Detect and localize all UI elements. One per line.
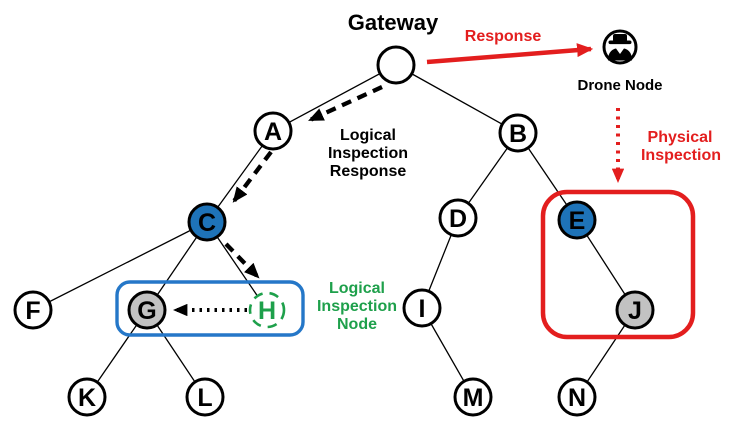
- inspection-arrows: [172, 43, 625, 317]
- node-J-label: J: [628, 297, 642, 325]
- svg-text:Logical: Logical: [329, 280, 385, 297]
- drone-node-label: Drone Node: [577, 77, 662, 94]
- node-L-label: L: [197, 384, 212, 412]
- node-A-label: A: [264, 118, 282, 146]
- node-H-label: H: [258, 297, 276, 325]
- drone-node-icon: [602, 29, 638, 65]
- svg-text:Inspection: Inspection: [317, 298, 397, 315]
- logical-inspection-node-box: [115, 280, 305, 337]
- arrow-c-to-h: [224, 242, 260, 279]
- node-A: A: [253, 111, 293, 151]
- node-K: K: [67, 377, 107, 417]
- node-gateway: [376, 45, 416, 85]
- physical-inspection-label: Physical Inspection: [641, 129, 721, 164]
- svg-text:Inspection: Inspection: [641, 147, 721, 164]
- svg-text:Physical: Physical: [648, 129, 713, 146]
- node-G-label: G: [137, 297, 156, 325]
- node-K-label: K: [78, 384, 96, 412]
- spy-icon: [608, 34, 632, 61]
- node-M: M: [453, 377, 493, 417]
- node-B: B: [498, 113, 538, 153]
- edge-gateway-a: [272, 64, 397, 132]
- node-B-label: B: [509, 120, 527, 148]
- node-C: C: [187, 202, 227, 242]
- node-N-label: N: [568, 384, 586, 412]
- node-G: G: [127, 290, 167, 330]
- node-gateway-circle: [376, 45, 416, 85]
- node-E-label: E: [569, 207, 586, 235]
- svg-text:Response: Response: [330, 163, 407, 180]
- logical-inspection-node-label: Logical Inspection Node: [317, 280, 397, 333]
- node-E: E: [557, 200, 597, 240]
- node-F: F: [13, 290, 53, 330]
- svg-text:Inspection: Inspection: [328, 145, 408, 162]
- labels: Gateway Response Drone Node Logical Insp…: [317, 10, 721, 333]
- logical-inspection-response-label: Logical Inspection Response: [328, 127, 408, 180]
- node-I: I: [402, 288, 442, 328]
- node-L: L: [185, 377, 225, 417]
- node-H: H: [248, 291, 286, 329]
- node-N: N: [557, 377, 597, 417]
- node-D-label: D: [449, 205, 467, 233]
- node-D: D: [438, 198, 478, 238]
- arrow-gateway-to-a: [308, 85, 383, 122]
- nodes: A B C D E F G H: [13, 45, 655, 417]
- edge-gateway-b: [395, 64, 519, 134]
- response-label: Response: [465, 28, 542, 45]
- node-M-label: M: [463, 384, 484, 412]
- gateway-title: Gateway: [348, 10, 439, 35]
- node-C-label: C: [198, 209, 216, 237]
- svg-text:Logical: Logical: [340, 127, 396, 144]
- physical-inspection-box: [540, 189, 696, 340]
- node-F-label: F: [25, 297, 40, 325]
- node-I-label: I: [419, 295, 426, 323]
- edge-c-f: [32, 221, 208, 311]
- node-J: J: [615, 290, 655, 330]
- svg-text:Node: Node: [337, 316, 377, 333]
- arrow-response: [426, 43, 594, 65]
- arrow-a-to-c: [232, 150, 273, 203]
